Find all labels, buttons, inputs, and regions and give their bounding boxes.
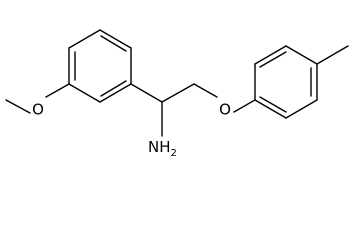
amine-label: NH2: [148, 138, 177, 159]
double-bond-a1-a2: [100, 35, 127, 52]
bond-ring-o-methoxy: [45, 83, 70, 98]
methylphenyl-ring: [254, 45, 318, 119]
bond-b2-b3: [285, 99, 318, 119]
bond-ring-chiral-c: [130, 83, 163, 103]
double-bond-b5-b6: [259, 51, 287, 68]
bond-b4-b5: [285, 45, 318, 65]
ethyl-chain: [130, 83, 256, 137]
bond-b5-b6: [254, 45, 287, 65]
bond-o-methyl: [5, 99, 31, 114]
methoxy-group: [5, 83, 70, 114]
structure-canvas: O O NH2: [5, 29, 349, 159]
bond-b1-b2: [254, 99, 287, 119]
bond-a4-a5: [68, 83, 101, 103]
bond-o-ether-ring: [233, 99, 256, 113]
ether-oxygen-label: O: [219, 101, 231, 119]
double-bond-b1-b2: [259, 96, 287, 113]
bond-a1-a2: [99, 29, 132, 49]
bond-a3-a4: [99, 83, 132, 103]
methoxy-oxygen-label: O: [32, 101, 44, 119]
bond-a6-a1: [68, 29, 101, 49]
methyl-bond: [316, 45, 349, 65]
amine-element: NH: [148, 138, 171, 156]
amine-subscript: 2: [171, 148, 177, 159]
methoxyphenyl-ring: [68, 29, 132, 103]
molecule-drawing: O O NH2: [5, 29, 349, 159]
double-bond-a3-a4: [100, 80, 127, 97]
bond-chiral-c-ch2: [161, 83, 195, 103]
bond-ch2-o-ether: [193, 83, 218, 98]
